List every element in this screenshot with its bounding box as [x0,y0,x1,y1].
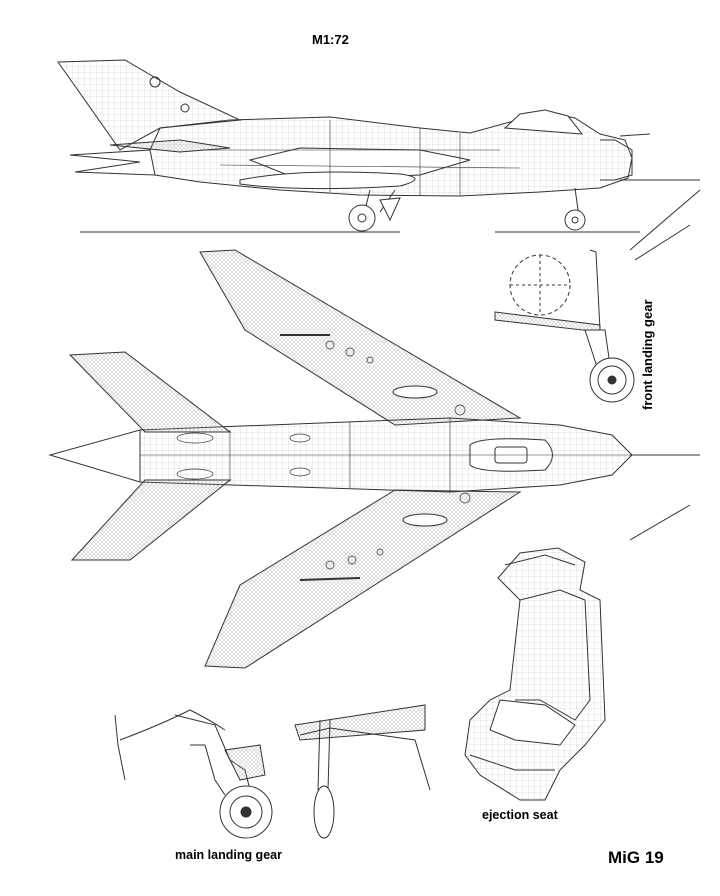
side-nose [600,139,633,181]
main-landing-gear-drawing [114,704,431,839]
front-landing-gear-label: front landing gear [640,299,655,411]
side-pitot [619,133,651,137]
top-view [48,224,700,669]
side-canopy [503,109,584,135]
scale-label: M1:72 [312,32,349,47]
model-label: MiG 19 [608,848,664,867]
front-landing-gear-drawing [494,249,635,403]
top-tailplane-upper [68,351,232,433]
side-vertical-fin [57,59,242,151]
top-tail-cone [48,429,141,483]
ejection-seat-drawing [464,547,606,801]
side-drop-tank [239,171,416,190]
side-frame-diagonal [629,189,701,251]
top-wing-lower [204,489,522,669]
side-main-gear [348,189,401,232]
main-landing-gear-label: main landing gear [175,848,282,862]
top-frame-diagonal-upper [634,224,691,261]
side-view [57,59,701,251]
top-frame-diagonal-lower [629,504,691,541]
side-front-gear [564,187,586,231]
side-stabilizer [109,139,231,153]
ejection-seat-label: ejection seat [482,808,558,822]
top-wing-upper [199,249,522,426]
side-tail-exhaust [69,149,156,176]
top-tailplane-lower [70,479,232,561]
